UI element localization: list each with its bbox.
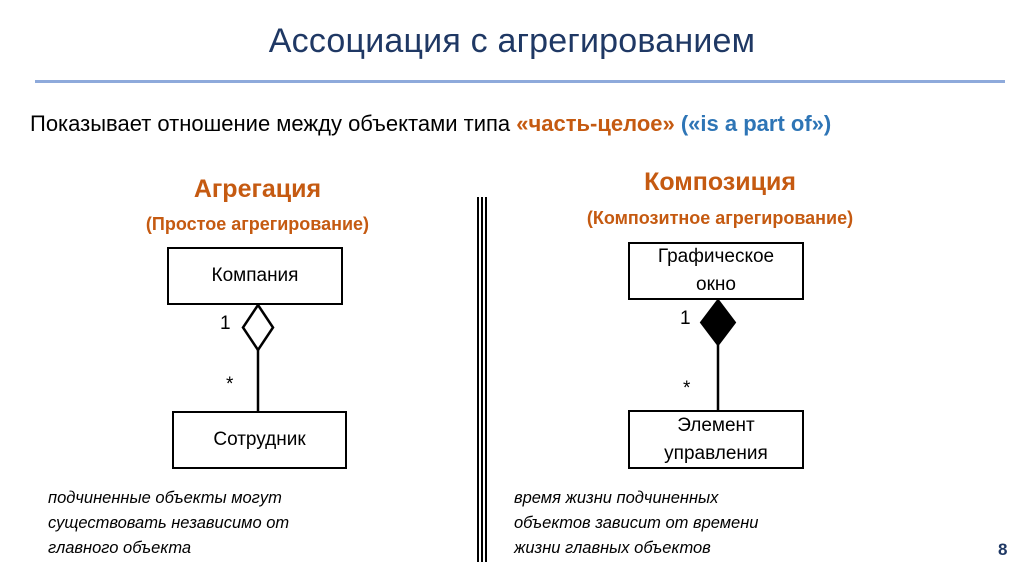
aggregation-note-line: существовать независимо от <box>48 514 290 532</box>
composition-whole-multiplicity: 1 <box>680 308 691 329</box>
aggregation-hollow-diamond <box>241 302 275 353</box>
class-name-company: Компания <box>211 265 299 286</box>
aggregation-heading: Агрегация <box>193 175 322 203</box>
title-underline <box>35 80 1005 83</box>
composition-note-line: время жизни подчиненных <box>514 489 719 507</box>
intro-highlight-ru: «часть-целое» <box>516 111 675 136</box>
aggregation-note-line: главного объекта <box>48 539 192 557</box>
class-box-graphic-window: Графическое окно <box>628 242 804 300</box>
aggregation-note: подчиненные объекты могут существовать н… <box>48 486 289 561</box>
section-divider <box>477 197 487 562</box>
aggregation-note-line: подчиненные объекты могут <box>48 489 282 507</box>
composition-filled-diamond <box>699 298 737 347</box>
composition-note-line: жизни главных объектов <box>514 539 711 557</box>
page-number: 8 <box>998 540 1008 559</box>
intro-highlight-en: («is a part of») <box>680 111 832 136</box>
composition-note-line: объектов зависит от времени <box>514 514 759 532</box>
composition-heading: Композиция <box>644 168 796 196</box>
class-box-control-element: Элемент управления <box>628 410 804 469</box>
aggregation-subheading: (Простое агрегирование) <box>145 214 370 234</box>
intro-prefix: Показывает отношение между объектами тип… <box>30 111 517 136</box>
class-name-graphic-window-line: Графическое <box>657 246 775 267</box>
class-name-employee: Сотрудник <box>213 429 306 450</box>
class-name-graphic-window-line: окно <box>696 274 736 295</box>
composition-part-multiplicity: * <box>683 378 691 399</box>
intro-text: Показывает отношение между объектами тип… <box>30 111 831 137</box>
aggregation-whole-multiplicity: 1 <box>220 313 231 334</box>
slide-title: Ассоциация с агрегированием <box>268 22 756 60</box>
class-box-company: Компания <box>167 247 343 305</box>
class-name-control-element-line: Элемент <box>677 414 755 436</box>
composition-subheading: (Композитное агрегирование) <box>586 208 854 228</box>
aggregation-part-multiplicity: * <box>226 374 234 395</box>
composition-note: время жизни подчиненных объектов зависит… <box>514 486 758 561</box>
class-box-employee: Сотрудник <box>172 411 347 469</box>
class-name-control-element-line: управления <box>664 442 768 464</box>
